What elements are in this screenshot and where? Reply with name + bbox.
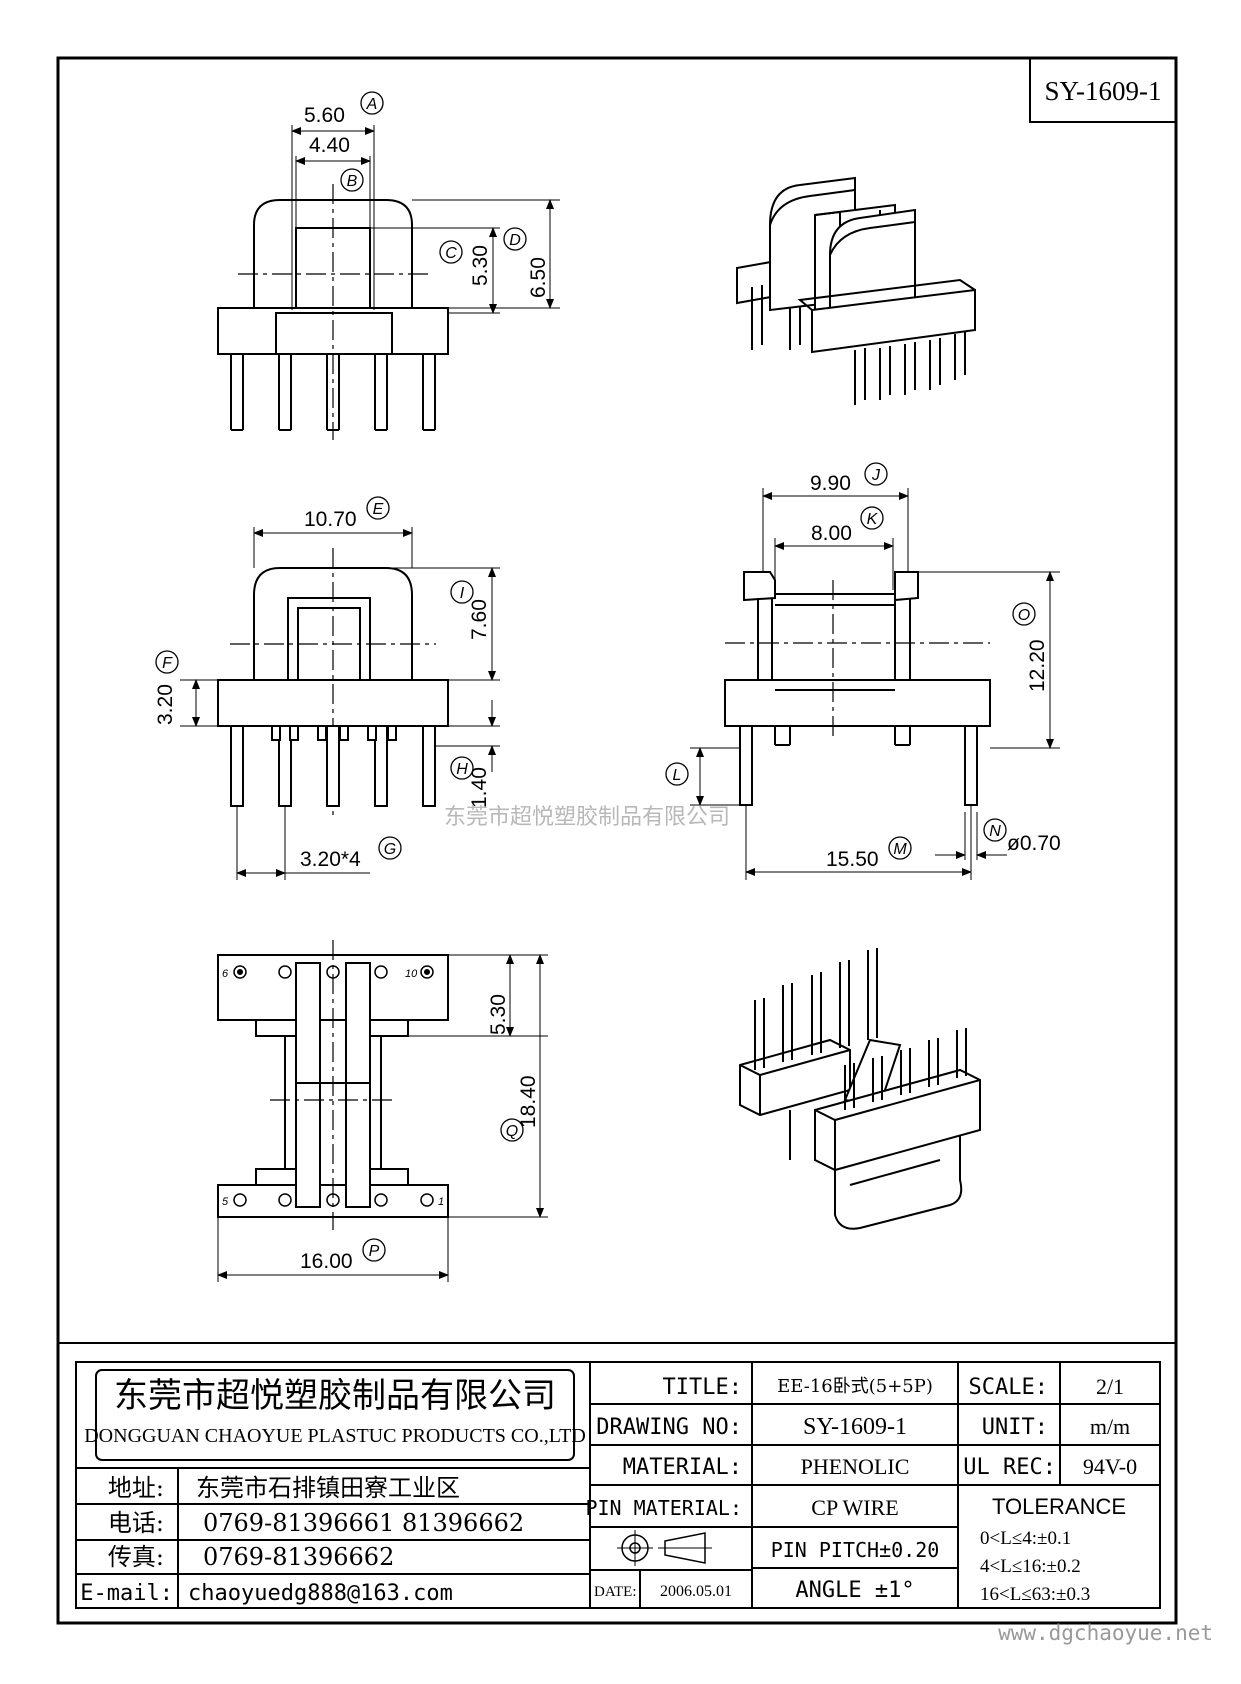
material-label: MATERIAL: bbox=[623, 1455, 742, 1480]
bottom-view-labels: 6 10 5 1 5.30 18.40 Q 16.00 P bbox=[222, 968, 540, 1273]
ul-rec-label: UL REC: bbox=[963, 1455, 1056, 1480]
drawing-no-value: SY-1609-1 bbox=[803, 1414, 907, 1440]
tag-l: L bbox=[673, 767, 682, 784]
fax-value: 0769-81396662 bbox=[203, 1543, 394, 1571]
address-value: 东莞市石排镇田寮工业区 bbox=[196, 1474, 460, 1502]
tag-a: A bbox=[366, 96, 378, 113]
dim-d-value: 6.50 bbox=[527, 257, 550, 298]
dim-m-value: 15.50 bbox=[826, 848, 879, 871]
email-label: E-mail: bbox=[80, 1581, 173, 1606]
dim-f-value: 3.20 bbox=[154, 684, 177, 725]
dim-g-value: 3.20*4 bbox=[300, 848, 361, 871]
side-view bbox=[690, 488, 1060, 880]
tag-i: I bbox=[460, 585, 465, 602]
dim-a-value: 5.60 bbox=[304, 104, 345, 127]
scale-value: 2/1 bbox=[1096, 1374, 1124, 1399]
unit-label: UNIT: bbox=[982, 1415, 1048, 1440]
dim-530-value: 5.30 bbox=[487, 994, 510, 1035]
unit-value: m/m bbox=[1090, 1414, 1130, 1439]
front-view-labels: 10.70 E I 7.60 F 3.20 H 1.40 3.20*4 G bbox=[154, 496, 491, 871]
dim-k-value: 8.00 bbox=[811, 522, 852, 545]
dim-h-value: 1.40 bbox=[468, 767, 491, 808]
dim-e-value: 10.70 bbox=[304, 508, 357, 531]
pin-label-1: 1 bbox=[438, 1196, 444, 1208]
tolerance-heading: TOLERANCE bbox=[992, 1494, 1126, 1519]
dim-p-value: 16.00 bbox=[300, 1250, 353, 1273]
isometric-view-top bbox=[736, 176, 976, 405]
company-name-en: DONGGUAN CHAOYUE PLASTUC PRODUCTS CO.,LT… bbox=[84, 1425, 586, 1447]
tolerance-row-3: 16<L≤63:±0.3 bbox=[980, 1584, 1090, 1605]
title-block bbox=[75, 1361, 1161, 1609]
angle-tolerance: ANGLE ±1° bbox=[795, 1578, 914, 1603]
tag-j: J bbox=[871, 467, 881, 484]
email-value: chaoyuedg888@163.com bbox=[188, 1581, 453, 1606]
pin-pitch: PIN PITCH±0.20 bbox=[771, 1538, 940, 1562]
tag-n: N bbox=[989, 823, 1001, 840]
tag-h: H bbox=[456, 761, 468, 778]
tag-m: M bbox=[893, 841, 907, 858]
center-watermark: 东莞市超悦塑胶制品有限公司 bbox=[444, 804, 730, 829]
company-name-cn: 东莞市超悦塑胶制品有限公司 bbox=[114, 1376, 556, 1416]
scale-label: SCALE: bbox=[969, 1375, 1048, 1400]
tag-f: F bbox=[162, 655, 173, 672]
pin-material-value: CP WIRE bbox=[811, 1495, 898, 1520]
tag-q: Q bbox=[506, 1123, 518, 1140]
tag-c: C bbox=[445, 245, 457, 262]
dim-c-value: 5.30 bbox=[469, 245, 492, 286]
ul-rec-value: 94V-0 bbox=[1083, 1454, 1137, 1479]
date-value: 2006.05.01 bbox=[660, 1583, 732, 1600]
pin-label-10: 10 bbox=[405, 968, 418, 980]
front-view bbox=[180, 527, 500, 880]
drawing-border bbox=[56, 56, 1178, 1625]
material-value: PHENOLIC bbox=[801, 1454, 910, 1479]
tag-p: P bbox=[369, 1243, 380, 1260]
title-label: TITLE: bbox=[663, 1375, 742, 1400]
dim-q-value: 18.40 bbox=[517, 1075, 540, 1128]
dim-o-value: 12.20 bbox=[1026, 639, 1049, 692]
pin-label-6: 6 bbox=[222, 968, 229, 980]
bottom-view bbox=[217, 940, 548, 1282]
tag-k: K bbox=[867, 511, 879, 528]
dim-n-value: ø0.70 bbox=[1007, 832, 1061, 855]
date-label: DATE: bbox=[594, 1584, 637, 1600]
dim-i-value: 7.60 bbox=[468, 599, 491, 640]
tag-e: E bbox=[373, 501, 384, 518]
dim-j-value: 9.90 bbox=[810, 472, 851, 495]
phone-value: 0769-81396661 81396662 bbox=[203, 1509, 524, 1537]
side-view-labels: 9.90 J 8.00 K O 12.20 L 15.50 M N ø0.70 bbox=[665, 462, 1061, 871]
tag-d: D bbox=[509, 232, 521, 249]
tolerance-row-1: 0<L≤4:±0.1 bbox=[980, 1528, 1071, 1549]
phone-label: 电话: bbox=[108, 1509, 164, 1537]
address-label: 地址: bbox=[108, 1474, 164, 1502]
top-view bbox=[217, 125, 560, 440]
title-value: EE-16卧式(5+5P) bbox=[777, 1376, 933, 1397]
drawing-number-box: SY-1609-1 bbox=[1029, 57, 1177, 123]
drawing-no-label: DRAWING NO: bbox=[596, 1415, 742, 1440]
pin-material-label: PIN MATERIAL: bbox=[585, 1496, 742, 1520]
drawing-number-label: SY-1609-1 bbox=[1044, 76, 1161, 106]
tolerance-row-2: 4<L≤16:±0.2 bbox=[980, 1556, 1081, 1577]
tag-o: O bbox=[1018, 607, 1030, 624]
dim-b-value: 4.40 bbox=[309, 134, 350, 157]
pin-label-5: 5 bbox=[222, 1196, 229, 1208]
tag-g: G bbox=[384, 841, 396, 858]
isometric-view-bottom bbox=[739, 948, 981, 1230]
title-block-text: 东莞市超悦塑胶制品有限公司 DONGGUAN CHAOYUE PLASTUC P… bbox=[80, 1374, 1137, 1606]
website-watermark: www.dgchaoyue.net bbox=[998, 1621, 1213, 1645]
tag-b: B bbox=[347, 173, 358, 190]
top-view-labels: 5.60 A 4.40 B C 5.30 6.50 D bbox=[304, 91, 550, 298]
fax-label: 传真: bbox=[108, 1543, 164, 1571]
